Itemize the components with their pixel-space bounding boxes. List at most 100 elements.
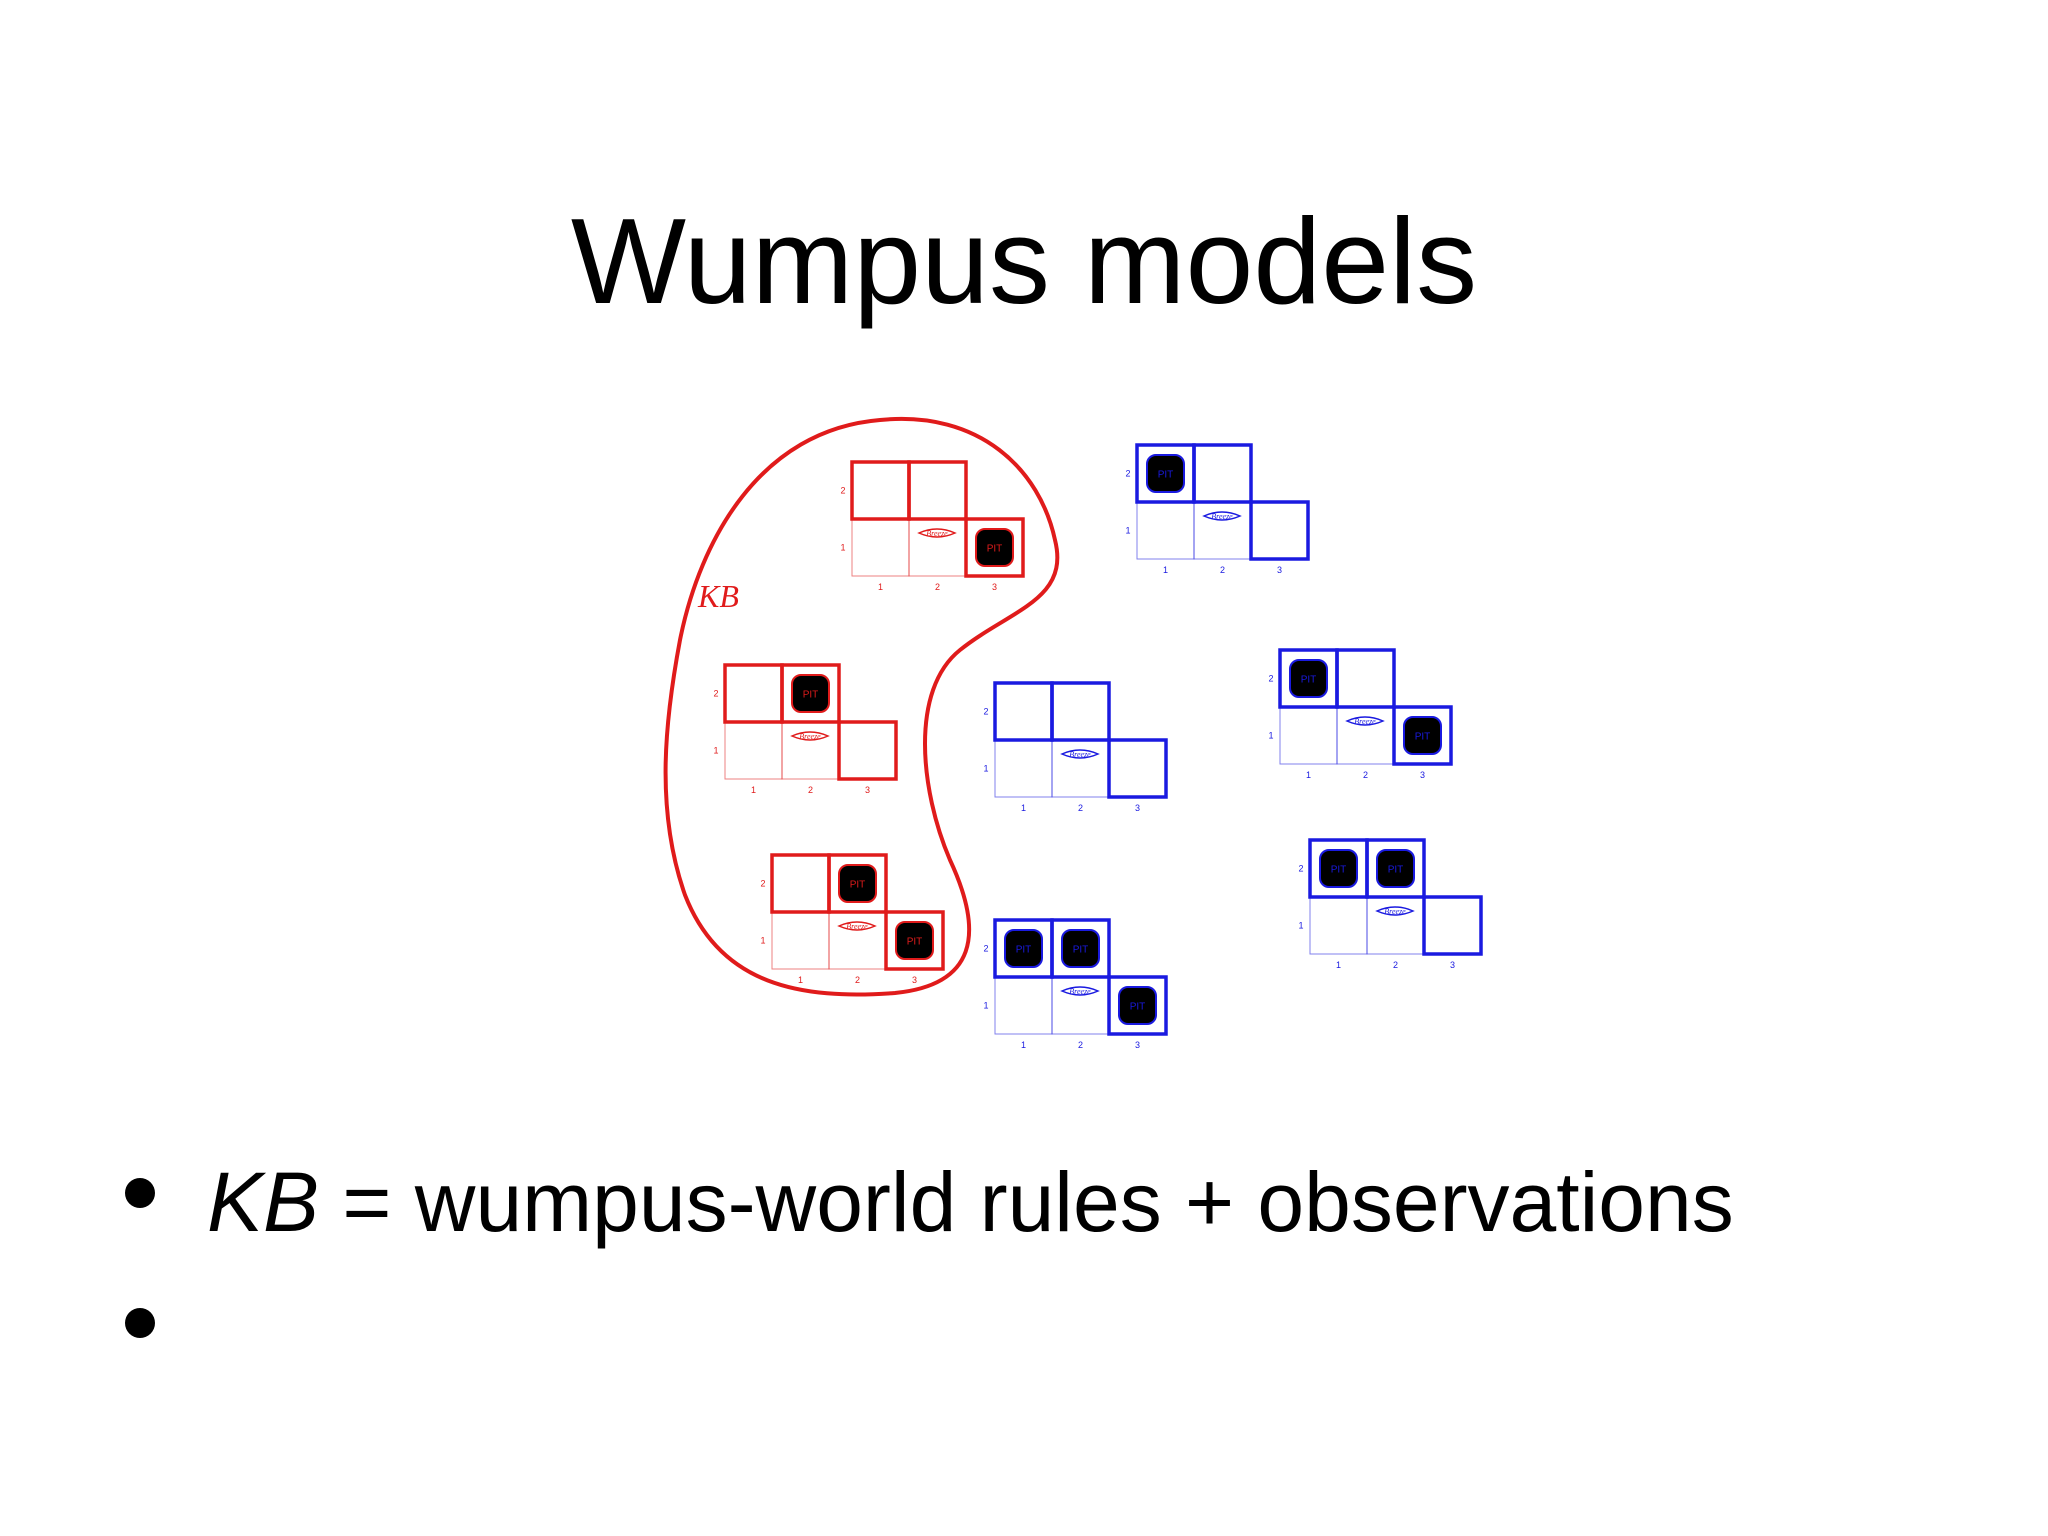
grid-cell-thin xyxy=(1051,739,1110,798)
grid-cell xyxy=(1422,895,1483,956)
pit-icon xyxy=(1319,849,1358,888)
pit-label: PIT xyxy=(907,937,923,948)
pit-label: PIT xyxy=(850,880,866,891)
row-label: 2 xyxy=(1268,674,1273,684)
pit-label: PIT xyxy=(987,544,1003,555)
row-label: 1 xyxy=(1125,526,1130,536)
pit-label: PIT xyxy=(1415,732,1431,743)
grid-cell xyxy=(1392,705,1453,766)
pit-label: PIT xyxy=(1130,1002,1146,1013)
grid-cell xyxy=(1107,738,1168,799)
bullet-emphasis: KB xyxy=(207,1155,320,1249)
row-label: 2 xyxy=(1125,469,1130,479)
grid-cell-thin xyxy=(1051,976,1110,1035)
pit-icon xyxy=(1403,716,1442,755)
column-label: 2 xyxy=(1078,803,1083,813)
row-label: 1 xyxy=(713,746,718,756)
column-label: 3 xyxy=(865,785,870,795)
row-label: 2 xyxy=(840,486,845,496)
column-label: 2 xyxy=(1220,565,1225,575)
column-label: 3 xyxy=(992,582,997,592)
row-label: 1 xyxy=(760,936,765,946)
bullet-dot xyxy=(125,1308,155,1338)
pit-icon xyxy=(1004,929,1043,968)
pit-label: PIT xyxy=(1016,945,1032,956)
grid-cell xyxy=(770,853,831,914)
grid-cell-thin xyxy=(724,721,783,780)
grid-cell-thin xyxy=(771,911,830,970)
bullet-dot xyxy=(125,1178,155,1208)
breeze-icon xyxy=(1060,986,1100,996)
column-label: 2 xyxy=(855,975,860,985)
breeze-icon xyxy=(1345,716,1385,726)
grid-cell xyxy=(1249,500,1310,561)
breeze-icon xyxy=(1375,906,1415,916)
row-label: 2 xyxy=(1298,864,1303,874)
pit-icon xyxy=(1146,454,1185,493)
grid-cell xyxy=(1107,975,1168,1036)
grid-cell-thin xyxy=(1279,706,1338,765)
column-label: 1 xyxy=(878,582,883,592)
pit-icon xyxy=(838,864,877,903)
column-label: 2 xyxy=(1078,1040,1083,1050)
pit-label: PIT xyxy=(803,690,819,701)
column-label: 2 xyxy=(808,785,813,795)
pit-label: PIT xyxy=(1073,945,1089,956)
breeze-label: Breeze xyxy=(799,732,821,741)
column-label: 1 xyxy=(1021,1040,1026,1050)
breeze-label: Breeze xyxy=(1069,987,1091,996)
grid-cell-thin xyxy=(1193,501,1252,560)
column-label: 3 xyxy=(1420,770,1425,780)
grid-cell-thin xyxy=(1136,501,1195,560)
column-label: 3 xyxy=(1135,1040,1140,1050)
grid-cell xyxy=(837,720,898,781)
pit-icon xyxy=(895,921,934,960)
kb-label: KB xyxy=(697,578,739,614)
pit-icon xyxy=(1376,849,1415,888)
grid-cell xyxy=(1192,443,1253,504)
grid-cell xyxy=(907,460,968,521)
grid-cell-thin xyxy=(1336,706,1395,765)
grid-cell xyxy=(780,663,841,724)
column-label: 2 xyxy=(1393,960,1398,970)
breeze-label: Breeze xyxy=(926,529,948,538)
grid-cell-thin xyxy=(908,518,967,577)
breeze-icon xyxy=(1060,749,1100,759)
column-label: 1 xyxy=(1021,803,1026,813)
pit-icon xyxy=(791,674,830,713)
bullet-text: KB = wumpus-world rules + observations xyxy=(207,1160,1734,1244)
column-label: 1 xyxy=(1306,770,1311,780)
row-label: 1 xyxy=(1298,921,1303,931)
row-label: 1 xyxy=(840,543,845,553)
pit-icon xyxy=(975,528,1014,567)
row-label: 1 xyxy=(1268,731,1273,741)
pit-label: PIT xyxy=(1301,675,1317,686)
row-label: 1 xyxy=(983,764,988,774)
pit-icon xyxy=(1289,659,1328,698)
breeze-icon xyxy=(790,731,830,741)
breeze-icon xyxy=(837,921,877,931)
grid-cell xyxy=(1050,681,1111,742)
slide-title: Wumpus models xyxy=(570,192,1478,329)
bullet-body: = wumpus-world rules + observations xyxy=(319,1155,1734,1249)
grid-cell xyxy=(1335,648,1396,709)
grid-cell-thin xyxy=(851,518,910,577)
grid-cell xyxy=(827,853,888,914)
grid-cell xyxy=(723,663,784,724)
kb-boundary xyxy=(663,416,1060,997)
grid-cell-thin xyxy=(781,721,840,780)
column-label: 3 xyxy=(1277,565,1282,575)
pit-icon xyxy=(1061,929,1100,968)
pit-label: PIT xyxy=(1331,865,1347,876)
grid-cell xyxy=(964,517,1025,578)
